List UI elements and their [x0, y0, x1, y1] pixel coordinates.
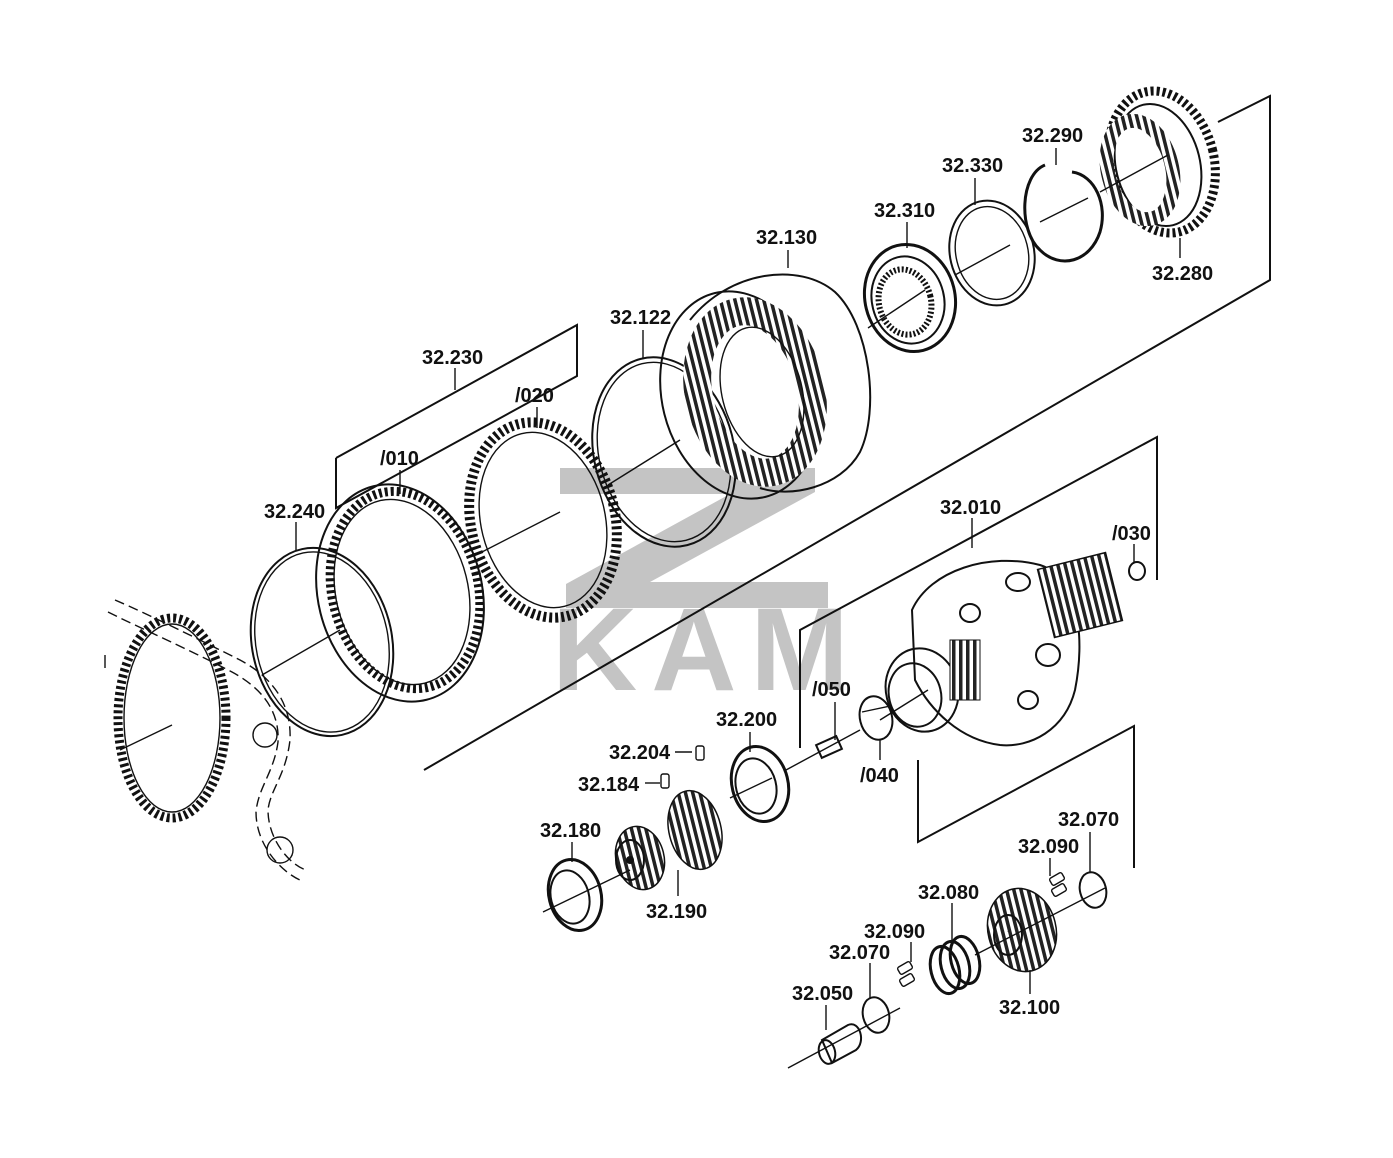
label-32-180: 32.180: [540, 820, 601, 842]
part-32-200-bearing: [729, 745, 791, 823]
part-32-290-circlip: [1023, 163, 1104, 263]
part-32-070-rings: [861, 871, 1108, 1034]
label-32-200: 32.200: [716, 709, 777, 731]
label-32-190: 32.190: [646, 901, 707, 923]
part-030-small-ring: [1128, 561, 1146, 581]
label-32-240: 32.240: [264, 501, 325, 523]
label-32-080: 32.080: [918, 882, 979, 904]
label-32-280: 32.280: [1152, 263, 1213, 285]
part-32-080-spring: [928, 934, 982, 996]
label-32-184: 32.184: [578, 774, 640, 796]
label-010: /010: [380, 448, 419, 470]
label-32-130: 32.130: [756, 227, 817, 249]
label-32-204: 32.204: [609, 742, 671, 764]
part-32-180-bearing: [542, 858, 631, 932]
label-32-050: 32.050: [792, 983, 853, 1005]
part-040-washer: [858, 695, 894, 741]
label-32-230: 32.230: [422, 347, 483, 369]
label-32-122: 32.122: [610, 307, 671, 329]
part-pins: [660, 745, 705, 789]
housing-toothed-ring: [113, 613, 231, 823]
label-32-090-lower: 32.090: [864, 921, 925, 943]
part-32-240-ring: [249, 546, 395, 738]
part-020-toothed-ring: [464, 417, 622, 623]
part-labels: 32.280 32.290 32.330 32.310 32.130 32.12…: [264, 125, 1213, 1019]
part-050-screw: [785, 729, 861, 771]
label-32-070-upper: 32.070: [1058, 809, 1119, 831]
label-030: /030: [1112, 523, 1151, 545]
leader-lines: [295, 148, 1181, 1030]
part-32-090-pins: [896, 872, 1068, 987]
part-010-toothed-ring: [315, 483, 485, 703]
label-32-310: 32.310: [874, 200, 935, 222]
label-040: /040: [860, 765, 899, 787]
part-32-190-pinion: [614, 789, 723, 891]
part-32-050-shaft: [787, 1007, 901, 1069]
label-32-090-upper: 32.090: [1018, 836, 1079, 858]
part-32-010-planet-carrier: [879, 551, 1124, 747]
label-32-070-lower: 32.070: [829, 942, 890, 964]
label-020: /020: [515, 385, 554, 407]
label-050: /050: [812, 679, 851, 701]
label-32-330: 32.330: [942, 155, 1003, 177]
part-32-130-ring-gear: [659, 273, 872, 500]
label-32-010: 32.010: [940, 497, 1001, 519]
label-32-100: 32.100: [999, 997, 1060, 1019]
part-32-280-toothed-ring: [1099, 86, 1220, 238]
label-32-290: 32.290: [1022, 125, 1083, 147]
housing-outline: [104, 599, 307, 881]
assembly-brackets: [335, 94, 1271, 868]
part-32-310-bearing: [862, 242, 958, 354]
